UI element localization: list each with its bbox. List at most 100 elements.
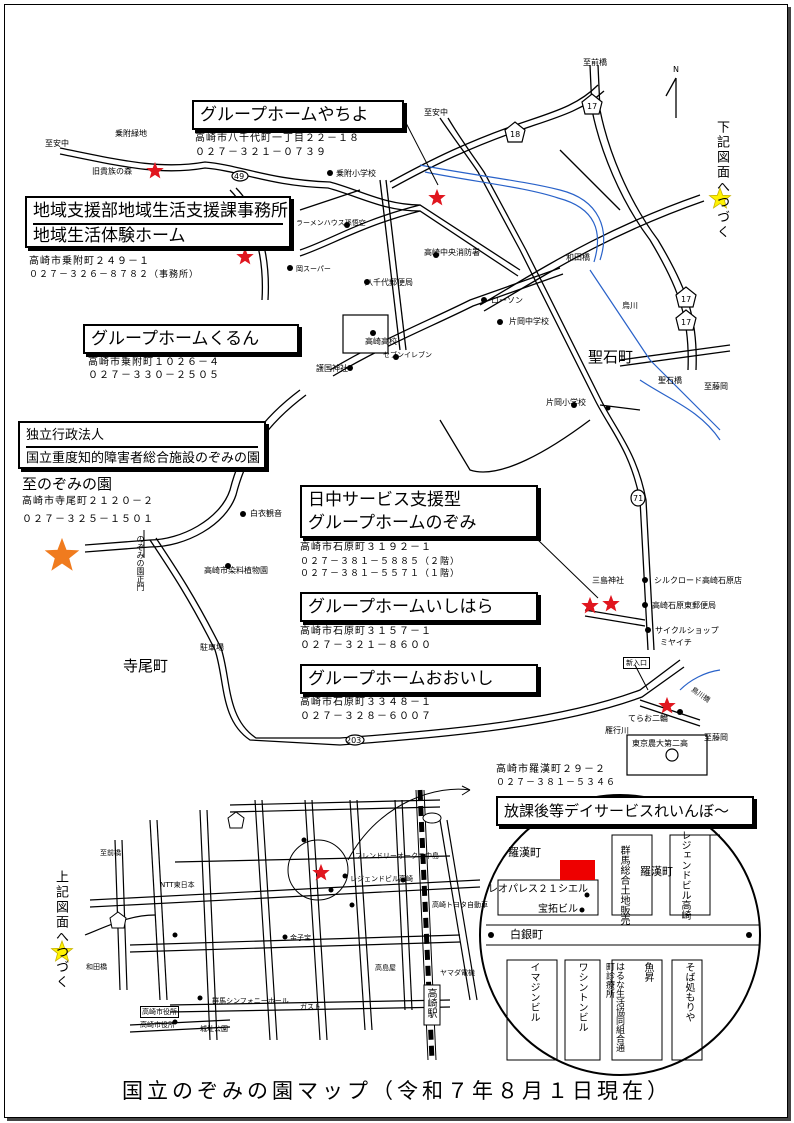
lm-parking: 駐車場	[200, 643, 224, 652]
city-ntt: NTT東日本	[160, 881, 195, 889]
rainbow-address: 高崎市羅漢町２９－２	[496, 764, 606, 775]
city-takasaki-station: 高崎駅	[425, 988, 436, 1018]
star-kyukizoku	[146, 161, 164, 179]
lm-norizuke-school: 乗附小学校	[336, 169, 376, 178]
star-nozominosono	[44, 537, 80, 571]
city-kaneko: 金子宝	[290, 934, 311, 942]
chiiki-phone: ０２７－３２６－８７８２（事務所）	[29, 270, 200, 280]
lm-botanical: 高崎市染料植物園	[204, 566, 268, 575]
map-frame	[4, 4, 788, 1118]
star-rainbow-city	[312, 863, 330, 881]
inset-uo: 魚昇	[642, 962, 653, 982]
lm-mishima: 三島神社	[592, 576, 624, 585]
city-friendly: フレンドリーオークラ中島	[355, 852, 439, 860]
rainbow-label: 放課後等デイサービスれいんぼ～	[496, 796, 754, 826]
lm-ramen: ラーメンハウス孫悟空	[296, 219, 366, 227]
star-yachiyo	[428, 188, 446, 206]
rainbow-phone: ０２７－３８１－５３４６	[496, 778, 617, 788]
lm-karasu-river: 烏川	[622, 301, 638, 310]
lm-wadabashi: 和田橋	[566, 253, 590, 262]
nozomi-phone2: ０２７－３８１－５５７１（１階）	[300, 569, 461, 579]
lm-oka-super: 岡スーパー	[296, 265, 331, 273]
city-gusto: ガスト	[300, 1003, 321, 1011]
chiiki-office-name: 地域支援部地域生活支援課事務所	[33, 201, 288, 221]
kurun-phone: ０２７－３３０－２５０５	[88, 370, 220, 381]
grouphome-ishihara-label: グループホームいしはら	[300, 592, 538, 622]
city-to-maebashi: 至前橋	[100, 849, 121, 857]
svg-text:49: 49	[234, 172, 244, 181]
lm-new-entrance: 新入口	[623, 657, 650, 669]
ishihara-phone: ０２７－３２１－８６００	[300, 640, 432, 651]
lm-terao-nirin: てらお二輪	[628, 714, 668, 723]
lm-takasaki-hs: 高崎高校	[365, 337, 397, 346]
facility-stars	[44, 161, 732, 962]
lm-shizen: 至前橋	[583, 58, 607, 67]
nozominosono-address: 高崎市寺尾町２１２０－２	[22, 496, 154, 507]
route-17-label: 17	[587, 102, 597, 111]
grouphome-nozomi-label: 日中サービス支援型 グループホームのぞみ	[300, 485, 538, 538]
star-chiiki	[236, 247, 254, 265]
lm-cycle2: ミヤイチ	[660, 638, 692, 647]
lm-ganko-river: 雁行川	[605, 726, 629, 735]
inset-rakan2: 羅漢町	[640, 865, 673, 878]
route-18-label: 18	[510, 130, 520, 139]
town-seiseki: 聖石町	[588, 348, 634, 366]
lm-gokoku: 護国神社	[316, 364, 348, 373]
city-wadabashi: 和田橋	[86, 963, 107, 971]
to-nozominosono: 至のぞみの園	[22, 475, 113, 493]
inset-rakan: 羅漢町	[508, 846, 541, 859]
kurun-address: 高崎市乗附町１０２６－４	[88, 357, 220, 368]
lm-kataoka-sho: 片岡小学校	[546, 398, 586, 407]
star-continue-right	[708, 186, 732, 209]
nozominosono-label: 独立行政法人 国立重度知的障害者総合施設のぞみの園	[18, 421, 266, 469]
ishihara-address: 高崎市石原町３１５７－１	[300, 626, 432, 637]
inset-gunma-land: 群馬総合土地販売	[618, 845, 629, 925]
chiiki-home-name: 地域生活体験ホーム	[33, 223, 283, 248]
lm-shisekibashi: 聖石橋	[658, 376, 682, 385]
nozominosono-phone: ０２７－３２５－１５０１	[22, 514, 154, 525]
chiiki-address: 高崎市乗附町２４９－１	[29, 256, 150, 267]
nozomi-phone1: ０２７－３８１－５８８５（２階）	[300, 557, 461, 567]
nozomi-name2: グループホームのぞみ	[308, 513, 477, 533]
lm-byakue: 白衣観音	[250, 509, 282, 518]
city-toyota: 高崎トヨタ自動車	[432, 901, 488, 909]
lm-lawson: ローソン	[491, 296, 523, 305]
city-takashimaya: 高島屋	[375, 964, 396, 972]
svg-text:17: 17	[681, 295, 691, 304]
grouphome-ooishi-label: グループホームおおいし	[300, 664, 538, 694]
yachiyo-address: 高崎市八千代町一丁目２２－１８	[195, 133, 360, 144]
star-ooishi	[658, 696, 676, 714]
lm-to-fujioka: 至藤岡	[704, 382, 728, 391]
lm-fire: 高崎中央消防署	[424, 248, 480, 257]
inset-washington: ワシントンビル	[576, 962, 587, 1032]
svg-text:71: 71	[633, 494, 643, 503]
nozomi-address: 高崎市石原町３１９２－１	[300, 542, 432, 553]
city-hall: 高崎市役所	[140, 1021, 175, 1029]
chiiki-office-label: 地域支援部地域生活支援課事務所 地域生活体験ホーム	[25, 196, 291, 248]
nozominosono-org: 独立行政法人	[26, 428, 105, 443]
grouphome-yachiyo-label: グループホームやちよ	[192, 100, 404, 130]
inset-hotaku: 宝拓ビル	[538, 904, 578, 915]
lm-silkroad: シルクロード高崎石原店	[654, 576, 742, 585]
lm-to-fujioka2: 至藤岡	[704, 733, 728, 742]
star-ishihara-2	[602, 594, 620, 612]
inset-haruna-clinic: はるな生活協同組合通町診療所	[604, 962, 624, 1052]
inset-reo: レオパレス２１シエル	[488, 884, 588, 895]
lm-ishihara-post: 高崎石原東郵便局	[652, 601, 716, 610]
lm-seven: セブンイレブン	[383, 351, 432, 359]
lm-cycle1: サイクルショップ	[655, 626, 719, 635]
svg-text:203: 203	[346, 736, 361, 745]
city-castle-park: 城址公園	[200, 1025, 228, 1033]
town-terao: 寺尾町	[123, 657, 169, 675]
inset-shirogane: 白銀町	[510, 928, 543, 941]
lm-shian2: 至安中	[45, 139, 69, 148]
lm-shian: 至安中	[424, 108, 448, 117]
inset-imagine: イマジンビル	[528, 962, 539, 1022]
inset-legend-bldg: レジェンドビル高崎	[679, 830, 690, 920]
city-hall-box: 高崎市役所	[140, 1006, 179, 1018]
lm-seimon: のぞみの園正門	[136, 535, 145, 591]
yachiyo-phone: ０２７－３２１－０７３９	[195, 147, 327, 158]
inset-soba: そば処もりや	[683, 962, 694, 1022]
lm-yachiyo-post: 八千代郵便局	[365, 278, 413, 287]
nozomi-name1: 日中サービス支援型	[308, 490, 461, 510]
